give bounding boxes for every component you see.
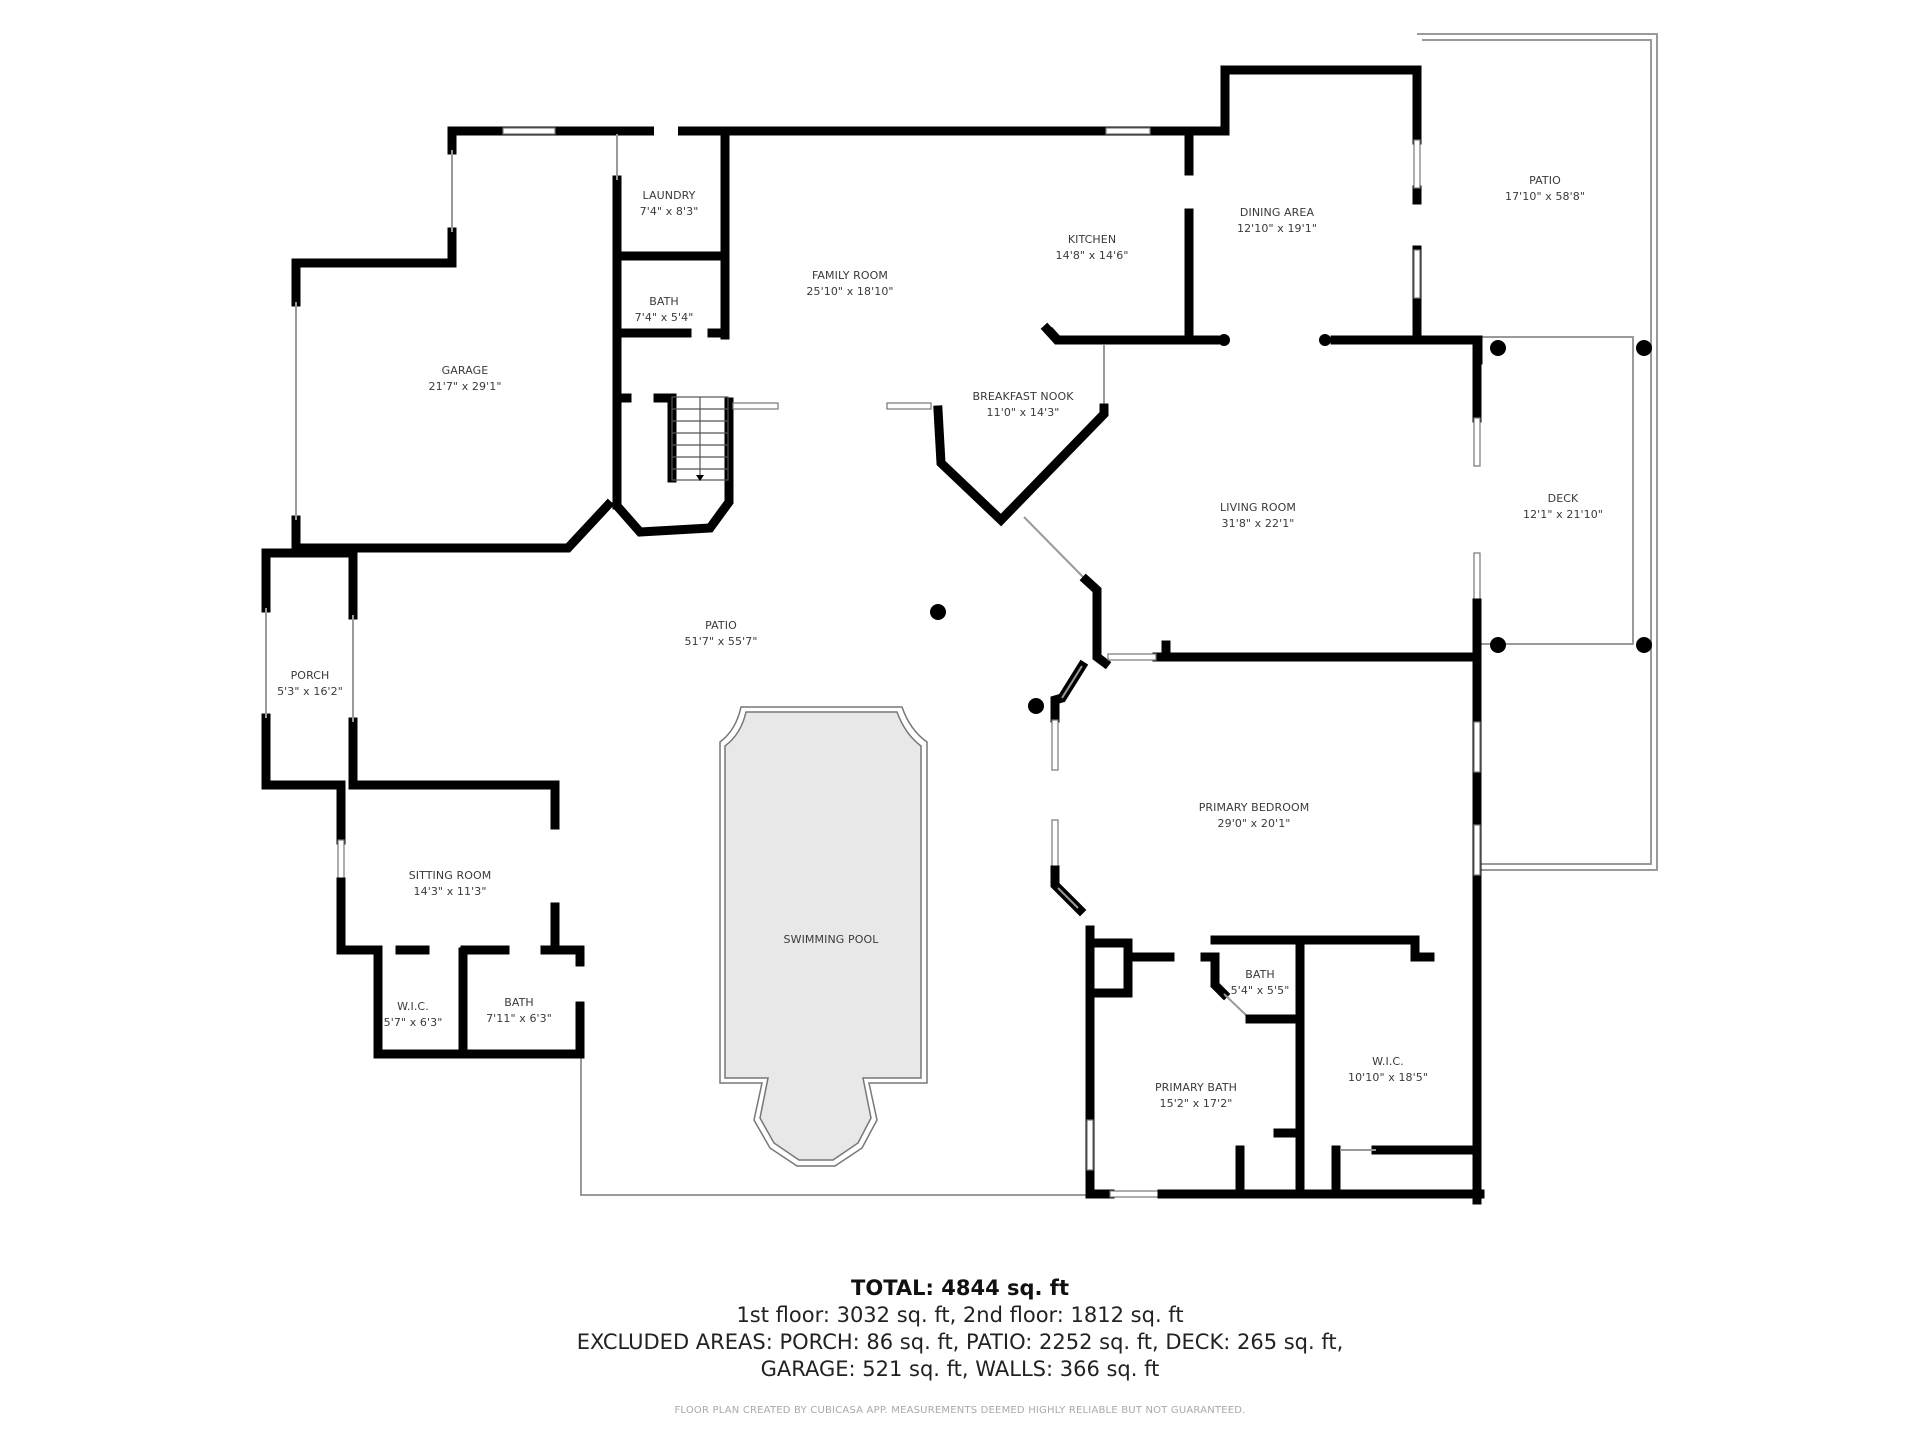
room-label-kitchen: KITCHEN 14'8" x 14'6" (1056, 232, 1129, 264)
room-dimensions: 17'10" x 58'8" (1504, 190, 1586, 203)
room-dimensions: 7'4" x 5'4" (634, 311, 694, 324)
room-name: PORCH (290, 669, 330, 682)
room-label-swimming-pool: SWIMMING POOL (784, 932, 879, 948)
room-label-garage: GARAGE 21'7" x 29'1" (429, 363, 502, 395)
room-name: BATH (504, 996, 534, 1009)
room-name: LIVING ROOM (1220, 501, 1296, 514)
patio-main-boundary (580, 1058, 1090, 1196)
room-label-patio-east: PATIO 17'10" x 58'8" (1505, 173, 1585, 205)
room-name: PRIMARY BEDROOM (1198, 801, 1310, 814)
room-dimensions: 29'0" x 20'1" (1217, 817, 1291, 830)
area-summary: TOTAL: 4844 sq. ft 1st floor: 3032 sq. f… (0, 1275, 1920, 1416)
room-name: BATH (1245, 968, 1275, 981)
primary-bedroom-walls (1050, 659, 1482, 1205)
floor-plan (261, 33, 1658, 1205)
room-label-porch: PORCH 5'3" x 16'2" (277, 668, 343, 700)
room-dimensions: 5'3" x 16'2" (277, 685, 343, 698)
room-dimensions: 14'8" x 14'6" (1055, 249, 1129, 262)
room-label-primary-bedroom: PRIMARY BEDROOM 29'0" x 20'1" (1199, 800, 1310, 832)
room-name: PRIMARY BATH (1154, 1081, 1238, 1094)
room-label-bath-primary-small: BATH 5'4" x 5'5" (1231, 967, 1290, 999)
room-name: BATH (649, 295, 679, 308)
west-wing-walls (261, 548, 585, 1059)
room-name: FAMILY ROOM (811, 269, 889, 282)
room-dimensions: 31'8" x 22'1" (1221, 517, 1295, 530)
room-label-bath-sitting: BATH 7'11" x 6'3" (486, 995, 552, 1027)
room-dimensions: 15'2" x 17'2" (1159, 1097, 1233, 1110)
room-label-breakfast-nook: BREAKFAST NOOK 11'0" x 14'3" (972, 389, 1073, 421)
room-name: LAUNDRY (642, 189, 696, 202)
swimming-pool-shape (719, 706, 928, 1167)
room-dimensions: 25'10" x 18'10" (806, 285, 894, 298)
room-dimensions: 12'10" x 19'1" (1236, 222, 1318, 235)
excluded-areas-line-2: GARAGE: 521 sq. ft, WALLS: 366 sq. ft (760, 1357, 1160, 1381)
room-dimensions: 7'11" x 6'3" (486, 1012, 552, 1025)
room-label-deck: DECK 12'1" x 21'10" (1523, 491, 1603, 523)
room-dimensions: 5'4" x 5'5" (1230, 984, 1290, 997)
room-dimensions: 14'3" x 11'3" (413, 885, 487, 898)
room-label-living-room: LIVING ROOM 31'8" x 22'1" (1220, 500, 1296, 532)
room-label-wic-sitting: W.I.C. 5'7" x 6'3" (384, 999, 443, 1031)
room-name: GARAGE (441, 364, 489, 377)
room-name: SITTING ROOM (408, 869, 492, 882)
total-area: TOTAL: 4844 sq. ft (851, 1276, 1069, 1300)
room-label-dining-area: DINING AREA 12'10" x 19'1" (1237, 205, 1317, 237)
room-dimensions: 12'1" x 21'10" (1522, 508, 1604, 521)
room-name: DINING AREA (1239, 206, 1315, 219)
room-name: W.I.C. (397, 1000, 429, 1013)
room-label-family-room: FAMILY ROOM 25'10" x 18'10" (806, 268, 893, 300)
deck-boundary (1478, 336, 1634, 645)
room-label-laundry: LAUNDRY 7'4" x 8'3" (640, 188, 699, 220)
room-label-bath-upper: BATH 7'4" x 5'4" (635, 294, 694, 326)
room-dimensions: 5'7" x 6'3" (383, 1016, 443, 1029)
room-dimensions: 51'7" x 55'7" (684, 635, 758, 648)
room-label-sitting-room: SITTING ROOM 14'3" x 11'3" (409, 868, 492, 900)
patio-east-boundary (1417, 33, 1658, 871)
room-label-primary-bath: PRIMARY BATH 15'2" x 17'2" (1155, 1080, 1237, 1112)
garage-walls (291, 126, 615, 553)
room-name: DECK (1547, 492, 1579, 505)
room-label-wic-primary: W.I.C. 10'10" x 18'5" (1348, 1054, 1428, 1086)
room-name: SWIMMING POOL (783, 933, 879, 946)
laundry-bath-walls (612, 134, 730, 510)
main-top-wall (502, 124, 1230, 138)
disclaimer: FLOOR PLAN CREATED BY CUBICASA APP. MEAS… (674, 1405, 1246, 1416)
room-dimensions: 7'4" x 8'3" (639, 205, 699, 218)
room-name: PATIO (1529, 174, 1561, 187)
room-name: PATIO (705, 619, 737, 632)
room-name: BREAKFAST NOOK (972, 390, 1074, 403)
floor-areas: 1st floor: 3032 sq. ft, 2nd floor: 1812 … (736, 1303, 1184, 1327)
room-label-patio-main: PATIO 51'7" x 55'7" (685, 618, 758, 650)
stairs (610, 393, 932, 537)
kitchen-walls (933, 126, 1220, 581)
primary-bath-walls (1085, 925, 1485, 1199)
room-dimensions: 11'0" x 14'3" (986, 406, 1060, 419)
room-name: W.I.C. (1372, 1055, 1404, 1068)
room-dimensions: 10'10" x 18'5" (1347, 1071, 1429, 1084)
room-dimensions: 21'7" x 29'1" (428, 380, 502, 393)
excluded-areas-line-1: EXCLUDED AREAS: PORCH: 86 sq. ft, PATIO:… (576, 1330, 1344, 1354)
room-name: KITCHEN (1067, 233, 1117, 246)
